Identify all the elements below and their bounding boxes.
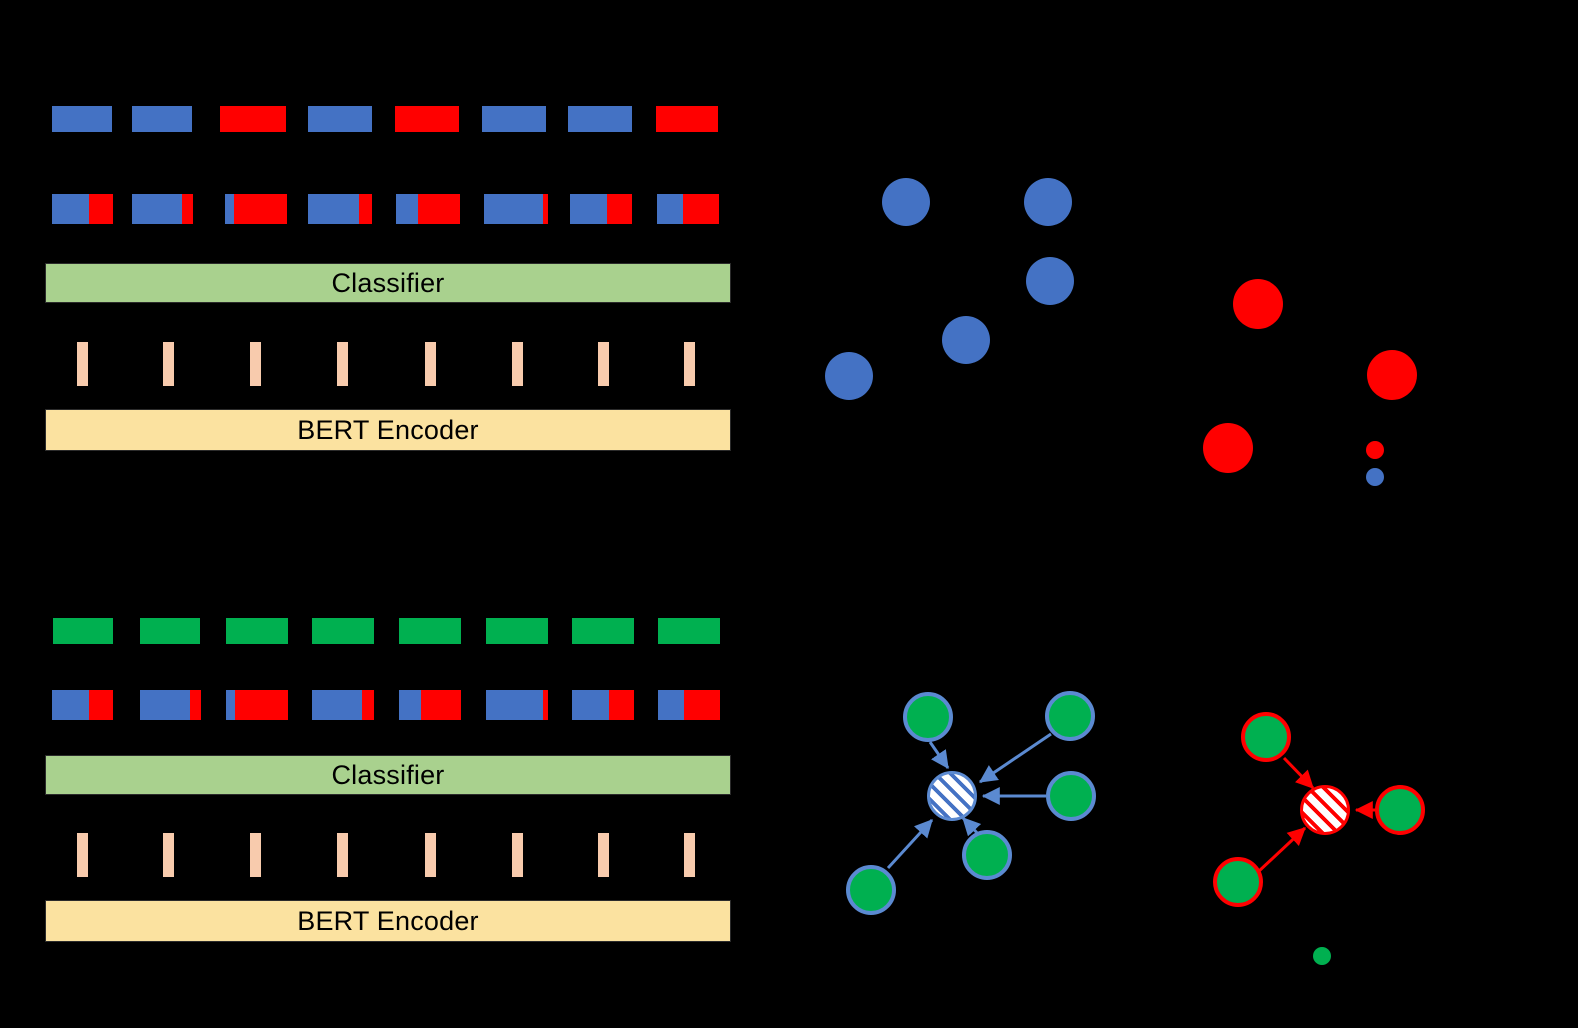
graph-centroid-node <box>927 771 977 821</box>
scatter-point-red <box>1203 423 1253 473</box>
token-tick <box>250 833 261 877</box>
classifier-box[interactable]: Classifier <box>45 755 731 795</box>
graph-node-green <box>962 830 1012 880</box>
embedding-scatter-before <box>780 140 1578 520</box>
graph-node-green <box>1045 691 1095 741</box>
graph-node-green <box>1046 771 1096 821</box>
graph-edge <box>1282 756 1315 790</box>
probability-bar <box>132 194 193 224</box>
graph-node-green <box>1375 785 1425 835</box>
scatter-point-blue <box>1024 178 1072 226</box>
graph-edge <box>979 732 1052 784</box>
scatter-point-red-small <box>1366 441 1384 459</box>
output-bar <box>572 618 634 644</box>
bert-encoder-box[interactable]: BERT Encoder <box>45 409 731 451</box>
output-bar <box>132 106 192 132</box>
output-bar <box>482 106 546 132</box>
classifier-box[interactable]: Classifier <box>45 263 731 303</box>
scatter-point-blue <box>942 316 990 364</box>
probability-bar <box>486 690 548 720</box>
token-tick <box>77 833 88 877</box>
graph-node-green <box>1213 857 1263 907</box>
token-tick <box>425 342 436 386</box>
probability-bar <box>226 690 288 720</box>
output-bar <box>568 106 632 132</box>
scatter-point-blue-small <box>1366 468 1384 486</box>
output-bar <box>140 618 200 644</box>
output-bar <box>52 106 112 132</box>
probability-bar <box>484 194 548 224</box>
graph-edge <box>886 818 934 870</box>
scatter-point-red <box>1367 350 1417 400</box>
output-bar <box>395 106 459 132</box>
output-bar <box>486 618 548 644</box>
probability-bar <box>140 690 201 720</box>
graph-node-green <box>846 865 896 915</box>
scatter-point-blue <box>882 178 930 226</box>
bert-encoder-box[interactable]: BERT Encoder <box>45 900 731 942</box>
token-tick <box>337 833 348 877</box>
probability-bar <box>572 690 634 720</box>
probability-bar <box>225 194 287 224</box>
probability-bar <box>658 690 720 720</box>
bottom-left-panel: Classifier BERT Encoder <box>0 0 760 1028</box>
probability-bar <box>570 194 632 224</box>
scatter-point-blue <box>825 352 873 400</box>
graph-edge <box>1256 826 1307 874</box>
token-tick <box>684 833 695 877</box>
token-tick <box>77 342 88 386</box>
token-tick <box>425 833 436 877</box>
probability-bar <box>308 194 372 224</box>
probability-bar <box>52 690 113 720</box>
graph-edges <box>886 732 1375 874</box>
output-bar <box>226 618 288 644</box>
graph-centroid-node <box>1300 785 1350 835</box>
probability-bar <box>312 690 374 720</box>
output-bar <box>220 106 286 132</box>
output-bar <box>308 106 372 132</box>
output-bar <box>656 106 718 132</box>
embedding-graph-after <box>780 660 1578 1000</box>
output-bar <box>312 618 374 644</box>
scatter-point-blue <box>1026 257 1074 305</box>
token-tick <box>163 833 174 877</box>
graph-node-green <box>1241 712 1291 762</box>
output-bar <box>399 618 461 644</box>
top-left-panel: Classifier BERT Encoder <box>0 0 760 500</box>
scatter-point-red <box>1233 279 1283 329</box>
probability-bar <box>657 194 719 224</box>
output-bar <box>53 618 113 644</box>
graph-node-green-small <box>1313 947 1331 965</box>
token-tick <box>684 342 695 386</box>
token-tick <box>163 342 174 386</box>
token-tick <box>598 342 609 386</box>
probability-bar <box>52 194 113 224</box>
output-bar <box>658 618 720 644</box>
probability-bar <box>399 690 461 720</box>
token-tick <box>250 342 261 386</box>
probability-bar <box>396 194 460 224</box>
graph-node-green <box>903 692 953 742</box>
token-tick <box>512 342 523 386</box>
graph-edge <box>928 741 950 769</box>
token-tick <box>337 342 348 386</box>
token-tick <box>512 833 523 877</box>
token-tick <box>598 833 609 877</box>
